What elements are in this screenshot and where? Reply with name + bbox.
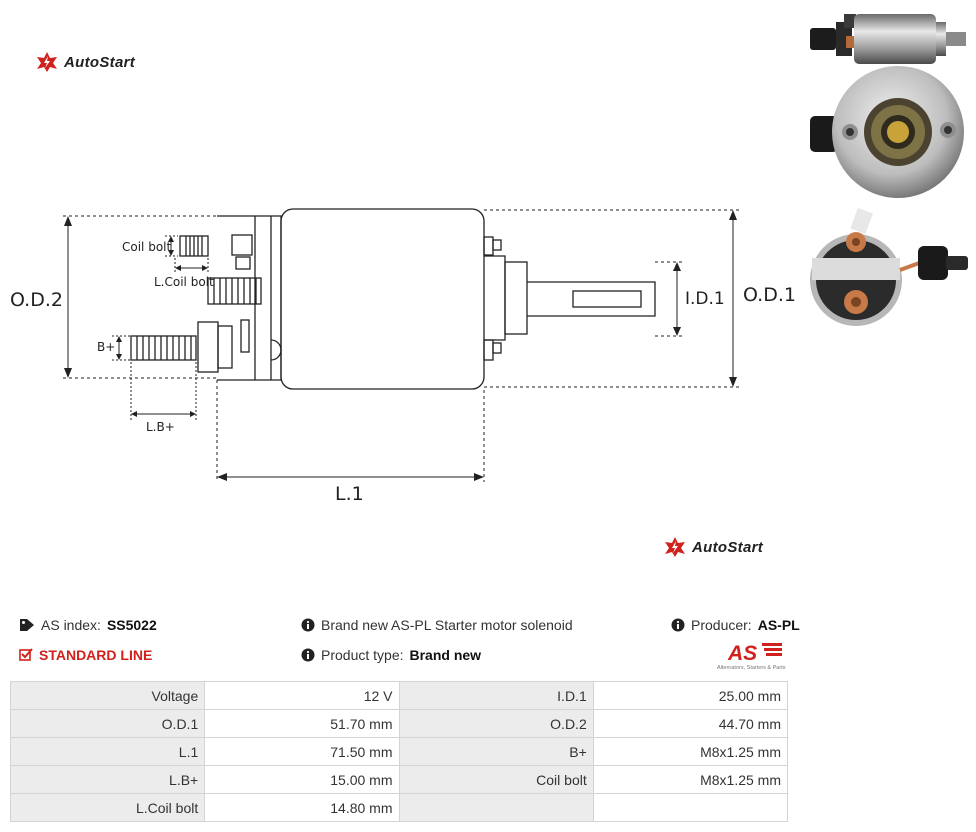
dim-label-coil-bolt: Coil bolt bbox=[122, 240, 171, 254]
as-pl-logo: AS Alternators, Starters & Parts bbox=[716, 640, 790, 672]
producer-value: AS-PL bbox=[757, 617, 800, 633]
product-type-label: Product type: bbox=[321, 647, 404, 663]
product-type-value: Brand new bbox=[409, 647, 482, 663]
product-photo-side bbox=[810, 14, 966, 64]
solenoid-technical-drawing: Coil bolt L.Coil bolt B+ L.B+ O.D.2 O.D.… bbox=[10, 208, 796, 505]
product-type: Product type: Brand new bbox=[301, 647, 481, 663]
product-photo-front bbox=[810, 66, 964, 198]
param-label: O.D.1 bbox=[9, 709, 206, 738]
as-pl-tagline: Alternators, Starters & Parts bbox=[717, 665, 786, 671]
autostart-logo-icon bbox=[665, 537, 685, 557]
as-index: AS index: SS5022 bbox=[19, 617, 157, 633]
producer: Producer: AS-PL bbox=[671, 617, 800, 633]
producer-label: Producer: bbox=[691, 617, 752, 633]
dim-label-l-coil-bolt: L.Coil bolt bbox=[154, 275, 214, 289]
param-label: O.D.2 bbox=[398, 709, 594, 738]
standard-line-text: STANDARD LINE bbox=[39, 647, 153, 663]
param-label: Voltage bbox=[9, 681, 206, 710]
info-icon bbox=[301, 648, 315, 662]
as-index-label: AS index: bbox=[41, 617, 101, 633]
info-icon bbox=[301, 618, 315, 632]
product-photo-rear bbox=[810, 207, 968, 326]
dim-label-id1: I.D.1 bbox=[685, 289, 725, 309]
parameters-table: Voltage 12 V I.D.1 25.00 mm O.D.1 51.70 … bbox=[9, 681, 789, 822]
dim-label-l1: L.1 bbox=[335, 483, 364, 505]
param-value: 14.80 mm bbox=[204, 793, 400, 822]
description-text: Brand new AS-PL Starter motor solenoid bbox=[321, 617, 573, 633]
dim-label-bplus: B+ bbox=[97, 340, 115, 354]
tag-icon bbox=[20, 619, 34, 631]
param-value: 44.70 mm bbox=[592, 709, 789, 738]
param-label: L.Coil bolt bbox=[9, 793, 206, 822]
dim-label-od2: O.D.2 bbox=[10, 289, 63, 311]
param-label: B+ bbox=[398, 737, 594, 766]
param-value: 15.00 mm bbox=[204, 765, 400, 794]
param-label: Coil bolt bbox=[398, 765, 594, 794]
product-description: Brand new AS-PL Starter motor solenoid bbox=[301, 617, 573, 633]
standard-line-badge: STANDARD LINE bbox=[19, 647, 152, 663]
as-pl-logo-graphic: AS Alternators, Starters & Parts bbox=[717, 642, 786, 671]
param-label: L.B+ bbox=[9, 765, 206, 794]
dim-label-od1: O.D.1 bbox=[743, 284, 796, 306]
table-row: L.Coil bolt 14.80 mm bbox=[9, 793, 789, 822]
param-value bbox=[592, 793, 789, 822]
param-value: M8x1.25 mm bbox=[592, 737, 789, 766]
param-value: 12 V bbox=[204, 681, 400, 710]
param-value: 71.50 mm bbox=[204, 737, 400, 766]
table-row: O.D.1 51.70 mm O.D.2 44.70 mm bbox=[9, 709, 789, 738]
param-value: 25.00 mm bbox=[592, 681, 789, 710]
autostart-logo-text: AutoStart bbox=[64, 53, 136, 71]
info-icon bbox=[671, 618, 685, 632]
autostart-logo: AutoStart bbox=[36, 52, 135, 72]
param-label: I.D.1 bbox=[398, 681, 594, 710]
table-row: L.B+ 15.00 mm Coil bolt M8x1.25 mm bbox=[9, 765, 789, 794]
table-row: L.1 71.50 mm B+ M8x1.25 mm bbox=[9, 737, 789, 766]
autostart-logo-text: AutoStart bbox=[692, 538, 764, 556]
checkbox-icon bbox=[19, 648, 33, 661]
table-row: Voltage 12 V I.D.1 25.00 mm bbox=[9, 681, 789, 710]
param-value: 51.70 mm bbox=[204, 709, 400, 738]
dim-label-l-bplus: L.B+ bbox=[146, 420, 175, 434]
autostart-logo-icon bbox=[37, 52, 57, 72]
autostart-logo-bottom: AutoStart bbox=[664, 537, 763, 557]
param-value: M8x1.25 mm bbox=[592, 765, 789, 794]
param-label bbox=[398, 793, 594, 822]
param-label: L.1 bbox=[9, 737, 206, 766]
as-pl-logo-letters: AS bbox=[727, 642, 757, 665]
as-index-value: SS5022 bbox=[106, 617, 157, 633]
